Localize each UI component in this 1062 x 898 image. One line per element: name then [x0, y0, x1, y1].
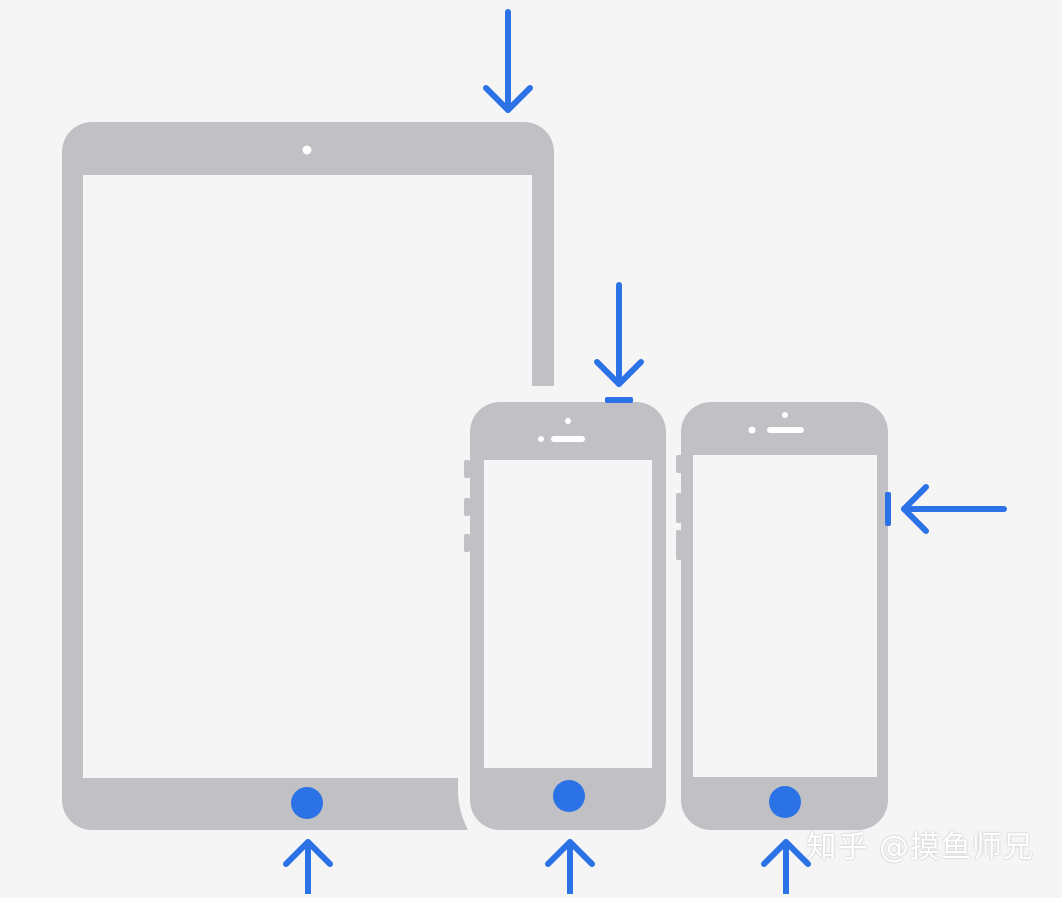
arrow-left-icon: [901, 484, 1007, 534]
arrow-up-icon: [283, 839, 333, 897]
iphone-8-volume-down: [676, 530, 682, 560]
iphone-se-device: [464, 397, 666, 830]
iphone-8-screen: [693, 455, 877, 777]
iphone-se-mute-switch: [464, 460, 470, 478]
ipad-home-button[interactable]: [291, 787, 323, 819]
ipad-camera-icon: [302, 145, 312, 155]
iphone-8-sensor-icon: [782, 412, 788, 418]
iphone-se-screen: [484, 460, 652, 768]
iphone-8-home-button[interactable]: [769, 786, 801, 818]
iphone-8-speaker-icon: [767, 427, 804, 433]
arrow-down-icon: [483, 9, 533, 113]
iphone-se-sensor-icon: [565, 418, 571, 424]
iphone-se-top-button[interactable]: [605, 397, 633, 403]
iphone-se-camera-icon: [538, 436, 544, 442]
iphone-8-volume-up: [676, 493, 682, 523]
iphone-8-camera-icon: [748, 426, 756, 434]
iphone-se-speaker-icon: [551, 436, 585, 442]
arrow-up-icon: [761, 839, 811, 897]
iphone-se-volume-up: [464, 498, 470, 516]
iphone-8-mute-switch: [676, 455, 682, 473]
iphone-se-volume-down: [464, 534, 470, 552]
arrow-up-icon: [545, 839, 595, 897]
watermark-text: 知乎 @摸鱼师兄: [806, 830, 1034, 865]
iphone-se-home-button[interactable]: [553, 780, 585, 812]
iphone-8-device: [676, 402, 891, 830]
ipad-screen: [83, 175, 532, 778]
iphone-8-side-button[interactable]: [885, 492, 891, 526]
arrow-down-icon: [594, 282, 644, 387]
